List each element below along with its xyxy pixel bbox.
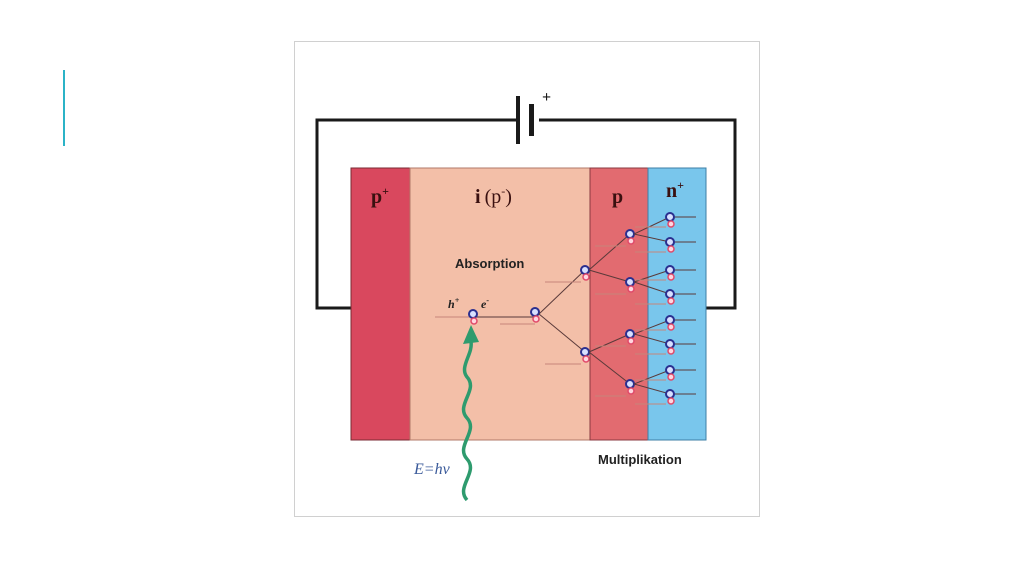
electron-path-line	[588, 351, 631, 385]
photon-wave	[461, 341, 473, 502]
electron-label: e-	[481, 296, 489, 311]
carrier-pair-icon	[665, 265, 675, 281]
avalanche-cascade	[435, 212, 696, 405]
electron-path-line	[633, 383, 671, 395]
accent-bar	[63, 70, 65, 146]
carrier-pair-icon	[665, 237, 675, 253]
carrier-pair-icon	[665, 365, 675, 381]
multiplication-label: Multiplikation	[598, 452, 682, 467]
photon-arrowhead	[463, 325, 479, 344]
electron-path-line	[633, 333, 671, 345]
absorption-label: Absorption	[455, 256, 524, 271]
electron-path-line	[538, 313, 586, 353]
carrier-pair-icon	[580, 347, 590, 363]
apd-svg: + p+ i(p-) p n+ Absorption Multiplikatio…	[315, 89, 737, 502]
hole-label: h+	[448, 296, 460, 311]
electron-path-line	[588, 233, 631, 271]
carrier-pair-icon	[665, 212, 675, 228]
electron-path-line	[633, 319, 671, 335]
carrier-pair-icon	[665, 339, 675, 355]
region-label-p: p	[612, 186, 623, 208]
carrier-pair-icon	[468, 309, 478, 325]
carrier-pair-icon	[665, 389, 675, 405]
region-label-p-plus: p+	[371, 184, 389, 208]
battery-plus-label: +	[542, 89, 551, 106]
region-label-n-plus: n+	[666, 178, 684, 202]
electron-path-line	[633, 281, 671, 295]
battery-icon	[516, 96, 534, 144]
apd-diagram: + p+ i(p-) p n+ Absorption Multiplikatio…	[294, 41, 760, 517]
region-label-intrinsic: i(p-)	[475, 184, 512, 208]
region-p-plus	[350, 167, 411, 441]
electron-path-line	[588, 269, 631, 283]
electron-path-line	[588, 333, 631, 353]
electron-path-line	[633, 233, 671, 243]
carrier-pair-icon	[530, 307, 540, 323]
region-intrinsic	[409, 167, 591, 441]
circuit-wire	[315, 118, 737, 310]
electron-path-line	[633, 216, 671, 235]
electron-path-line	[633, 369, 671, 385]
carrier-pair-icon	[665, 315, 675, 331]
carrier-pair-icon	[625, 329, 635, 345]
photon-energy-label: E=hν	[413, 461, 451, 478]
carrier-pair-icon	[580, 265, 590, 281]
carrier-pair-icon	[665, 289, 675, 305]
electron-path-line	[538, 269, 586, 315]
